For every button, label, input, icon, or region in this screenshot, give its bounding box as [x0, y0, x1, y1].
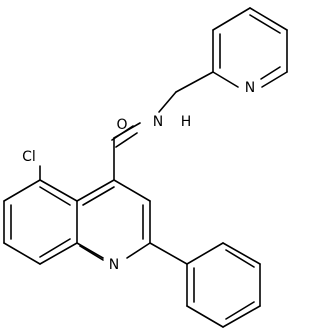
pyridine-ring	[212, 7, 288, 88]
chlorine-atom-label: Cl	[22, 149, 36, 165]
quinoline-nitrogen-label: N	[109, 257, 119, 273]
quinoline-ring-system	[3, 165, 151, 265]
amide-linker	[111, 71, 214, 181]
amide-hydrogen-label: H	[181, 114, 192, 130]
chemical-structure-diagram: Cl N O N H N	[3, 7, 288, 328]
phenyl-ring	[149, 242, 261, 328]
pyridine-nitrogen-label: N	[245, 80, 255, 96]
carbonyl-oxygen-label: O	[116, 117, 127, 133]
amide-nitrogen-label: N	[153, 114, 163, 130]
